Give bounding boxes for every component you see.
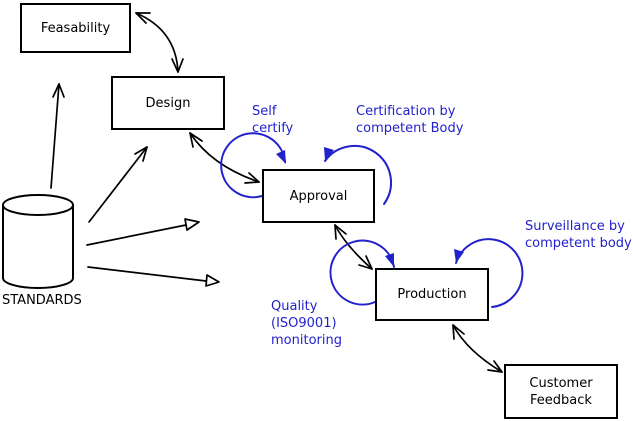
node-design: Design: [111, 76, 225, 130]
standards-label: STANDARDS: [2, 293, 82, 308]
node-design-label: Design: [145, 95, 191, 111]
node-approval: Approval: [262, 169, 375, 223]
edge-approval-production: [334, 224, 373, 270]
annotation-surveillance: Surveillance by competent body: [525, 219, 632, 251]
arrowhead-standards-feasability: [52, 83, 65, 98]
arrowhead-loop-certification: [324, 147, 334, 161]
node-customer-feedback: Customer Feedback: [504, 364, 618, 419]
edge-standards-feasability: [50, 83, 60, 189]
arrowhead-loop-quality: [385, 253, 394, 267]
arrowhead-loop-surveillance: [454, 249, 464, 263]
node-feasability-label: Feasability: [40, 20, 111, 36]
loop-self-certify: [220, 132, 286, 199]
arrowhead-approval-left-end: [244, 172, 260, 184]
arrowhead-loop-self-certify: [276, 150, 286, 164]
annotation-self-certify: Self certify: [252, 104, 294, 136]
node-production: Production: [375, 268, 489, 321]
edge-design-approval: [189, 132, 260, 183]
arrowhead-production-topleft-end: [358, 255, 373, 270]
arrowhead-standards-design: [134, 146, 148, 162]
loop-surveillance: [455, 238, 524, 308]
arrowhead-standards-approval: [184, 218, 200, 231]
edge-standards-design: [88, 146, 148, 223]
edge-standards-approval: [86, 224, 187, 246]
edge-production-feedback: [452, 324, 503, 373]
edge-standards-production: [87, 266, 207, 282]
arrowhead-production-bottom-end: [452, 324, 465, 340]
arrowhead-approval-bottom-end: [334, 224, 347, 240]
node-approval-label: Approval: [289, 188, 348, 204]
annotation-certification: Certification by competent Body: [356, 104, 464, 136]
arrowhead-feedback-end: [487, 360, 503, 373]
node-feasability: Feasability: [20, 3, 131, 53]
arrowhead-design-bottom-end: [189, 132, 203, 148]
arrowhead-feasability-end: [135, 12, 151, 24]
loop-quality-monitoring: [329, 239, 395, 306]
node-production-label: Production: [397, 287, 467, 302]
edge-feasability-design: [135, 12, 179, 73]
loop-certification: [324, 145, 392, 205]
annotation-quality-monitoring: Quality (ISO9001) monitoring: [271, 299, 342, 348]
arrowhead-standards-production: [205, 274, 220, 287]
standards-cylinder: [2, 194, 74, 289]
arrowhead-design-top-end: [171, 58, 184, 73]
cylinder-top: [2, 194, 74, 216]
cylinder-body: [2, 204, 74, 289]
node-customer-feedback-label: Customer Feedback: [529, 375, 593, 408]
